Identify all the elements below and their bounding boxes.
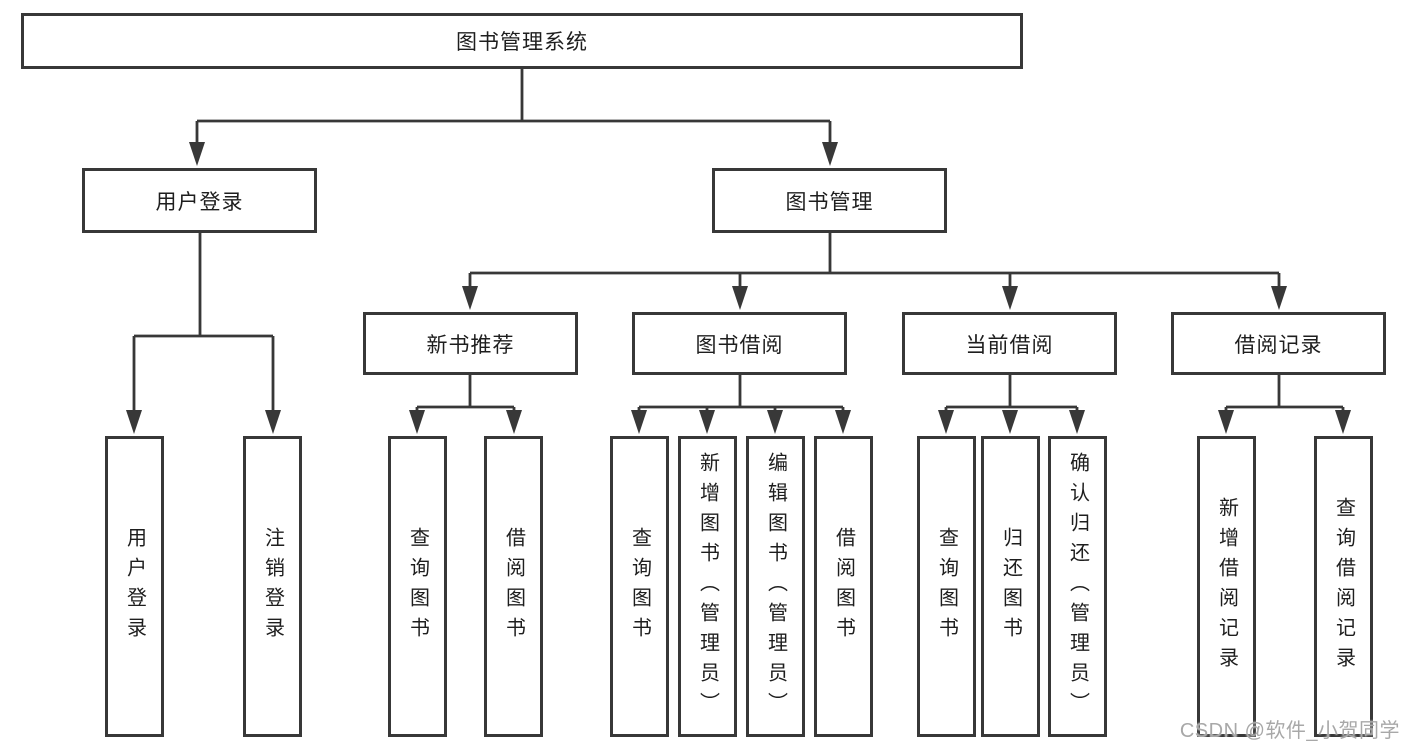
leaf-query-books-borrow-label: 查询图书 <box>628 526 651 647</box>
node-new-book-recommend-label: 新书推荐 <box>426 333 515 357</box>
leaf-query-books-borrow: 查询图书 <box>610 436 669 737</box>
leaf-edit-book-admin-label: 编辑图书（管理员） <box>764 451 787 722</box>
leaf-logout: 注销登录 <box>243 436 302 737</box>
connector-borrow-records-fork <box>1218 375 1351 434</box>
leaf-add-borrow-record-label: 新增借阅记录 <box>1215 496 1238 677</box>
connector-current-borrow-fork <box>938 375 1085 434</box>
leaf-add-book-admin: 新增图书（管理员） <box>678 436 737 737</box>
node-book-borrow-label: 图书借阅 <box>695 333 784 357</box>
node-user-login-branch-label: 用户登录 <box>155 190 244 214</box>
connector-book-management-fork <box>462 233 1287 310</box>
node-system-root: 图书管理系统 <box>21 13 1023 69</box>
leaf-borrow-books-recommend: 借阅图书 <box>484 436 543 737</box>
leaf-query-books-current-label: 查询图书 <box>935 526 958 647</box>
leaf-query-books-recommend: 查询图书 <box>388 436 447 737</box>
leaf-user-login-label: 用户登录 <box>123 526 146 647</box>
leaf-add-book-admin-label: 新增图书（管理员） <box>696 451 719 722</box>
leaf-logout-label: 注销登录 <box>261 526 284 647</box>
leaf-edit-book-admin: 编辑图书（管理员） <box>746 436 805 737</box>
node-current-borrow-label: 当前借阅 <box>965 333 1054 357</box>
leaf-return-book: 归还图书 <box>981 436 1040 737</box>
leaf-query-borrow-record-label: 查询借阅记录 <box>1332 496 1355 677</box>
leaf-borrow-books-recommend-label: 借阅图书 <box>502 526 525 647</box>
leaf-query-books-current: 查询图书 <box>917 436 976 737</box>
csdn-watermark: CSDN @软件_小贺同学 <box>1179 720 1400 742</box>
leaf-return-book-label: 归还图书 <box>999 526 1022 647</box>
node-borrow-records: 借阅记录 <box>1171 312 1386 375</box>
node-user-login-branch: 用户登录 <box>82 168 317 233</box>
node-book-management-branch-label: 图书管理 <box>785 190 874 214</box>
connector-new-book-recommend-fork <box>409 375 522 434</box>
leaf-query-books-recommend-label: 查询图书 <box>406 526 429 647</box>
node-book-management-branch: 图书管理 <box>712 168 947 233</box>
node-book-borrow: 图书借阅 <box>632 312 847 375</box>
leaf-query-borrow-record: 查询借阅记录 <box>1314 436 1373 737</box>
leaf-borrow-books: 借阅图书 <box>814 436 873 737</box>
node-system-root-label: 图书管理系统 <box>456 31 588 54</box>
connector-root-to-level1 <box>189 69 838 166</box>
node-current-borrow: 当前借阅 <box>902 312 1117 375</box>
leaf-confirm-return-admin: 确认归还（管理员） <box>1048 436 1107 737</box>
node-borrow-records-label: 借阅记录 <box>1234 333 1323 357</box>
leaf-borrow-books-label: 借阅图书 <box>832 526 855 647</box>
leaf-confirm-return-admin-label: 确认归还（管理员） <box>1066 451 1089 722</box>
connector-user-login-fork <box>126 233 281 434</box>
leaf-add-borrow-record: 新增借阅记录 <box>1197 436 1256 737</box>
leaf-user-login: 用户登录 <box>105 436 164 737</box>
node-new-book-recommend: 新书推荐 <box>363 312 578 375</box>
connector-book-borrow-fork <box>631 375 851 434</box>
